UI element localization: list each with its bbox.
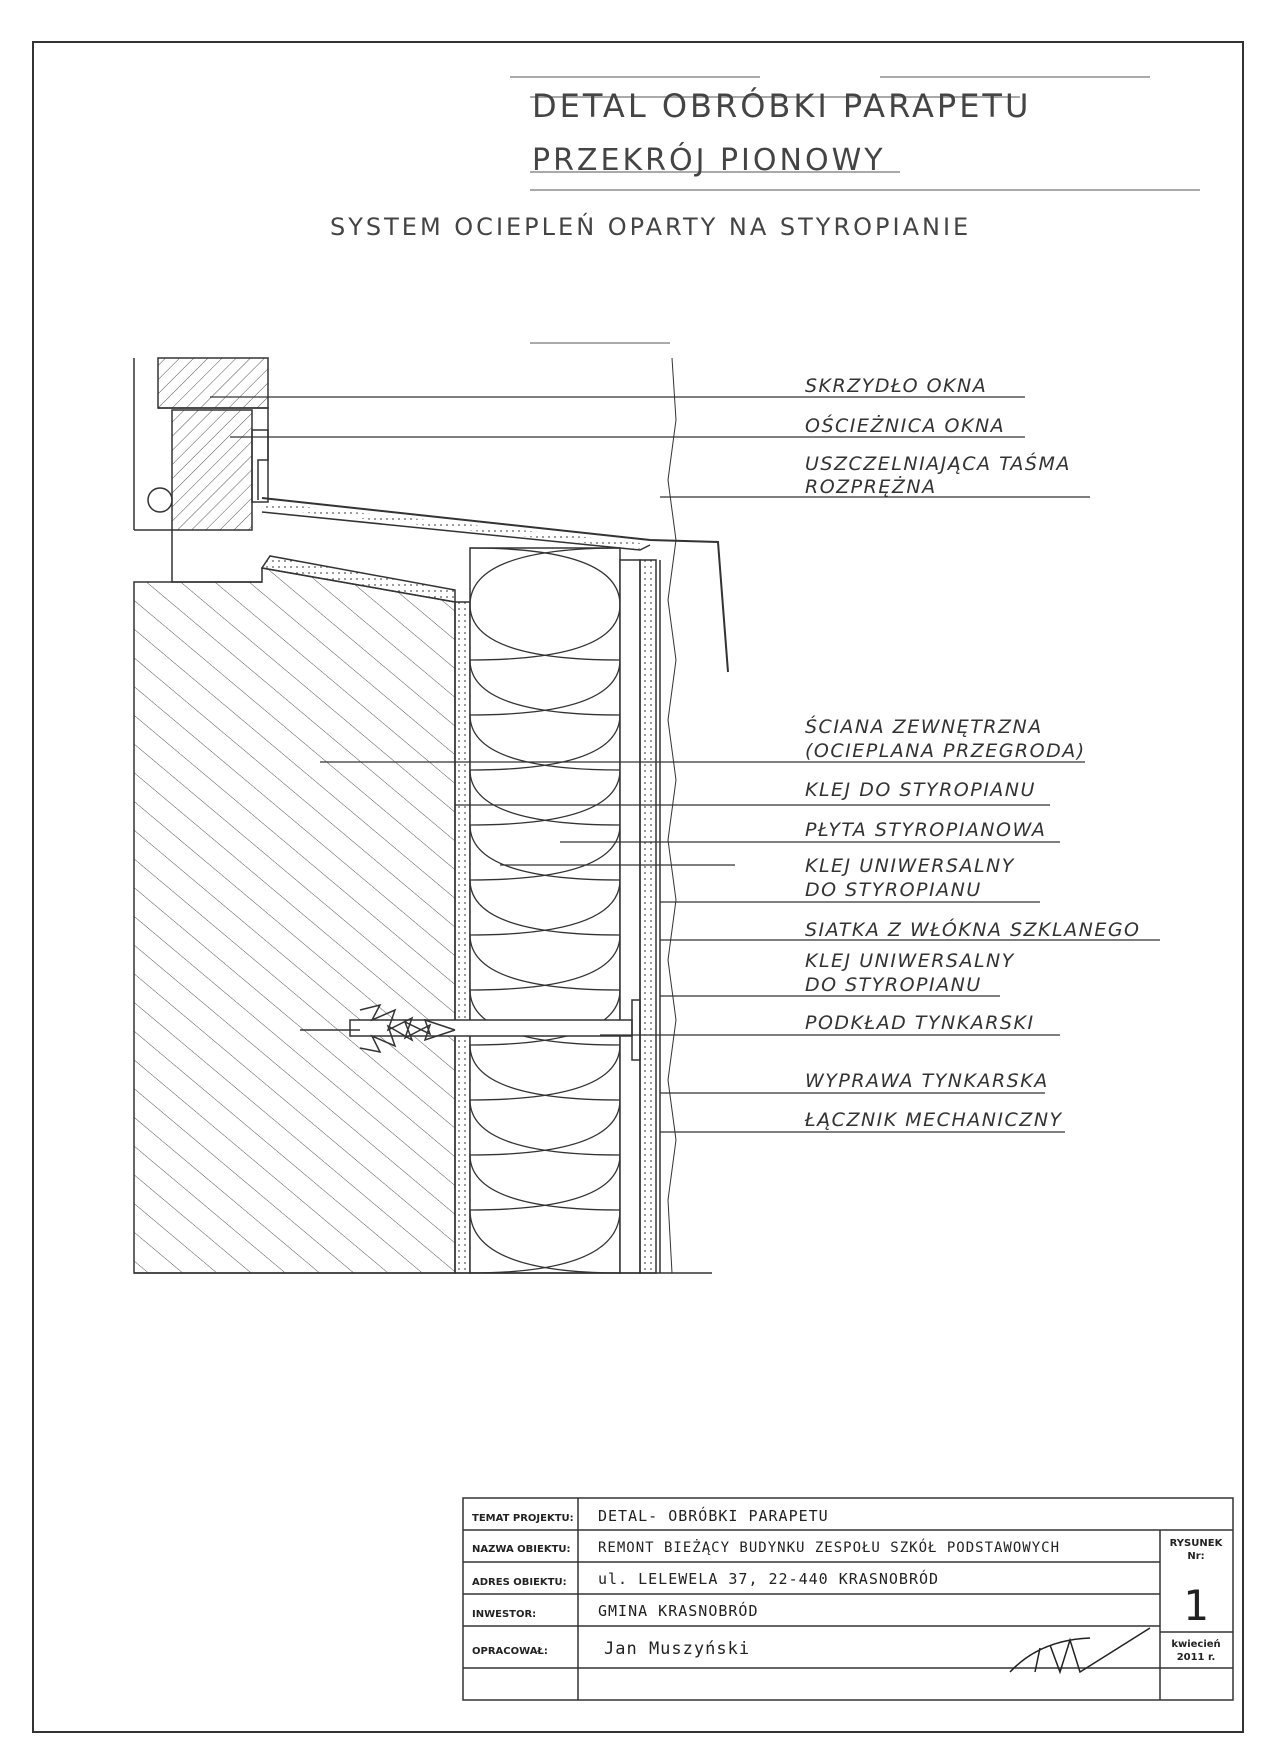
label-universal-3: KLEJ UNIWERSALNY: [805, 950, 1015, 972]
render-layer: [639, 559, 657, 1274]
tb-date-2: 2011 r.: [1177, 1652, 1216, 1663]
tb-drawing-number: 1: [1183, 1581, 1209, 1630]
window-frame: [133, 357, 269, 583]
drawing-title-1: DETAL OBRÓBKI PARAPETU: [532, 86, 1031, 125]
label-tape-2: ROZPRĘŻNA: [805, 475, 937, 498]
tb-drawing-label-1: RYSUNEK: [1170, 1538, 1224, 1549]
leader-lines: [210, 396, 1160, 1133]
drawing-subtitle: SYSTEM OCIEPLEŃ OPARTY NA STYROPIANIE: [330, 212, 971, 241]
mechanical-anchor-icon: [300, 999, 641, 1061]
tb-value-object: REMONT BIEŻĄCY BUDYNKU ZESPOŁU SZKÓŁ POD…: [598, 1538, 1060, 1556]
label-frame: OŚCIEŻNICA OKNA: [805, 413, 1005, 437]
label-anchor: ŁĄCZNIK MECHANICZNY: [804, 1109, 1063, 1131]
label-board: PŁYTA STYROPIANOWA: [805, 819, 1046, 841]
label-primer: PODKŁAD TYNKARSKI: [805, 1012, 1035, 1034]
masonry-wall: [133, 567, 456, 1274]
styrofoam-board: [469, 547, 621, 1274]
tb-key-object: NAZWA OBIEKTU:: [472, 1544, 571, 1555]
label-universal-1: KLEJ UNIWERSALNY: [805, 855, 1015, 877]
label-wall-1: ŚCIANA ZEWNĘTRZNA: [805, 714, 1043, 738]
sheet-frame: [32, 41, 1244, 1733]
insulation-pattern: [469, 547, 621, 1274]
section-drawing: [133, 357, 729, 1274]
label-adhesive: KLEJ DO STYROPIANU: [805, 779, 1036, 801]
labels-top: SKRZYDŁO OKNA OŚCIEŻNICA OKNA USZCZELNIA…: [805, 375, 1071, 498]
label-mesh: SIATKA Z WŁÓKNA SZKLANEGO: [805, 917, 1141, 941]
title-block: [462, 1497, 1234, 1701]
tb-value-address: ul. LELEWELA 37, 22-440 KRASNOBRÓD: [598, 1569, 939, 1588]
tb-key-investor: INWESTOR:: [472, 1609, 536, 1620]
title-block-text: TEMAT PROJEKTU: DETAL- OBRÓBKI PARAPETU …: [472, 1506, 1224, 1663]
label-wall-2: (OCIEPLANA PRZEGRODA): [805, 740, 1086, 762]
tb-date-1: kwiecień: [1171, 1638, 1220, 1650]
tb-value-investor: GMINA KRASNOBRÓD: [598, 1601, 759, 1620]
label-tape-1: USZCZELNIAJĄCA TAŚMA: [805, 451, 1071, 475]
tb-key-address: ADRES OBIEKTU:: [472, 1577, 567, 1588]
adhesive-layer: [454, 601, 471, 1274]
tb-value-author: Jan Muszyński: [604, 1639, 750, 1659]
sill-flashing: [261, 497, 729, 673]
tb-drawing-label-2: Nr:: [1187, 1551, 1204, 1562]
labels-wall: ŚCIANA ZEWNĘTRZNA (OCIEPLANA PRZEGRODA) …: [804, 714, 1141, 1131]
drawing-title-2: PRZEKRÓJ PIONOWY: [532, 141, 886, 178]
label-universal-2: DO STYROPIANU: [805, 879, 982, 901]
label-sash: SKRZYDŁO OKNA: [805, 375, 987, 397]
label-universal-4: DO STYROPIANU: [805, 974, 982, 996]
signature: [1009, 1627, 1151, 1675]
label-plaster: WYPRAWA TYNKARSKA: [805, 1070, 1049, 1092]
tb-value-topic: DETAL- OBRÓBKI PARAPETU: [598, 1506, 829, 1525]
title-rules: [510, 76, 1200, 344]
tb-key-author: OPRACOWAŁ:: [472, 1646, 548, 1657]
tb-key-topic: TEMAT PROJEKTU:: [472, 1513, 574, 1524]
